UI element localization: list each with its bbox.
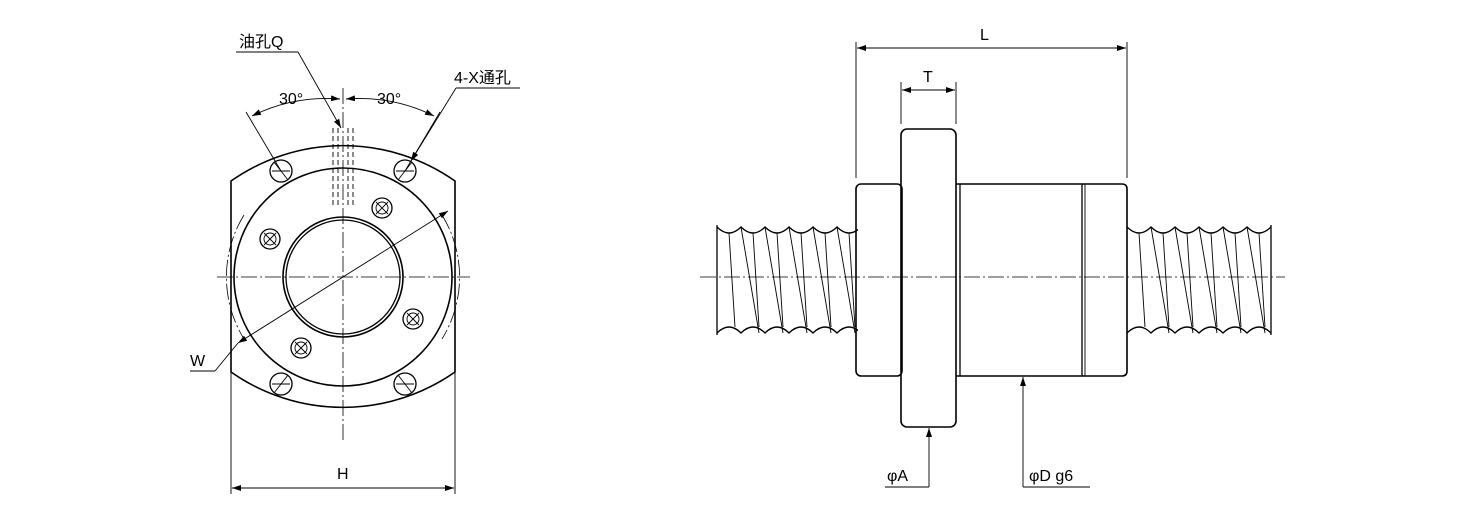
angle-right-label: 30° (377, 91, 401, 108)
return-cap (259, 228, 281, 250)
side-view (700, 42, 1285, 488)
return-cap (371, 197, 393, 219)
through-hole-leader (410, 87, 457, 162)
l-label: L (980, 27, 989, 44)
screw-shaft-left (716, 225, 858, 335)
w-leader (214, 342, 239, 372)
oil-hole-label: 油孔Q (239, 33, 283, 51)
angle-left-label: 30° (279, 91, 303, 108)
angle-arc-right (345, 95, 435, 117)
nut-body-right (956, 183, 1128, 377)
diameter-d-label: φD g6 (1029, 468, 1073, 485)
screw-shaft-right (1127, 225, 1272, 335)
angle-arc-left (251, 95, 341, 117)
through-hole (269, 372, 293, 396)
oil-hole-leader (297, 51, 342, 129)
w-dimension-line (237, 210, 449, 344)
return-cap (290, 337, 312, 359)
return-cap (402, 308, 424, 330)
nut-flange (900, 128, 957, 428)
through-hole-label: 4-X通孔 (454, 69, 511, 87)
w-label: W (190, 353, 206, 370)
bolt-pitch-circle-left (226, 214, 245, 340)
bolt-pitch-circle-right (441, 214, 460, 340)
nut-body-left (855, 183, 903, 377)
diameter-a-label: φA (887, 468, 908, 485)
t-label: T (923, 69, 933, 86)
angle-extension-line (245, 111, 282, 172)
h-label: H (337, 466, 349, 483)
nut-body-circle (233, 167, 453, 387)
through-hole (393, 372, 417, 396)
front-view (190, 51, 520, 494)
